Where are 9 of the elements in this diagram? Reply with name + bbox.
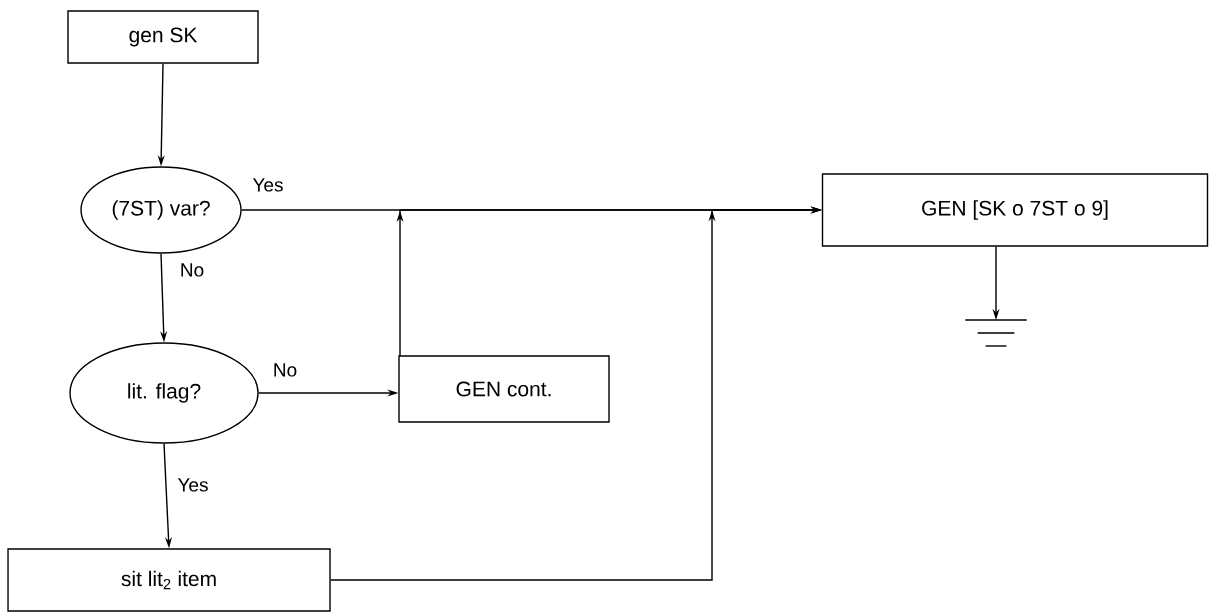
process-box: gen SK [67, 10, 259, 64]
process-box: sit lit$_{2}$ item [7, 548, 331, 612]
edge-label: Yes [176, 477, 210, 493]
ground-symbol [964, 319, 1028, 347]
edge-label: No [271, 362, 299, 378]
edge-label: Yes [251, 177, 285, 193]
process-box: GEN [SK o 7ST o 9] [821, 173, 1209, 247]
process-box: GEN cont. [398, 355, 610, 423]
edge-label: No [178, 262, 206, 278]
